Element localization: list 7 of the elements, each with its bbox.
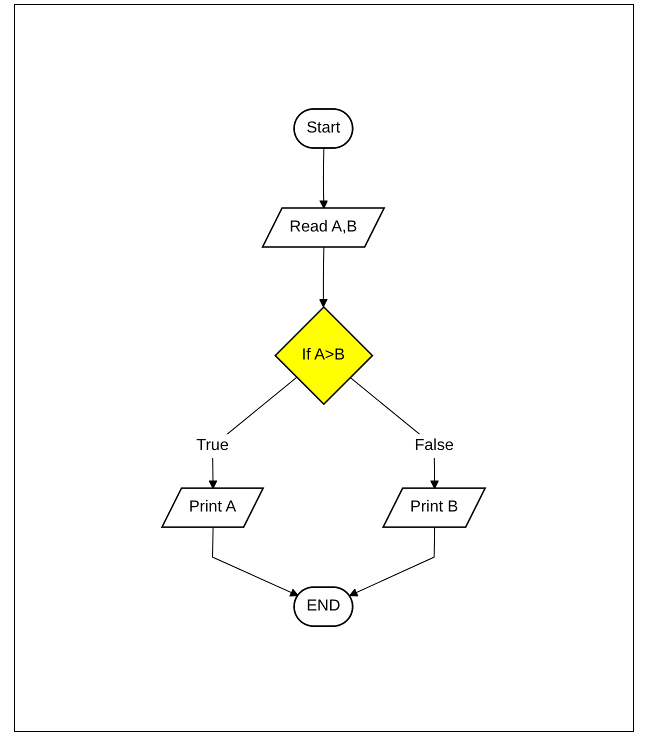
node-diamond: If A>B bbox=[274, 306, 374, 406]
arrow bbox=[319, 247, 328, 308]
arrow bbox=[349, 528, 436, 597]
edge-label: False bbox=[415, 438, 454, 455]
arrow bbox=[212, 528, 300, 597]
arrow bbox=[320, 148, 329, 210]
edge-label: True bbox=[196, 438, 230, 455]
